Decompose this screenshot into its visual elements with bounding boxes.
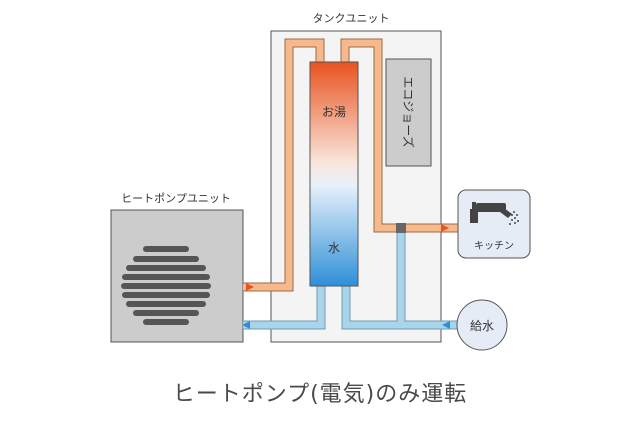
mixing-valve — [396, 223, 406, 233]
fan-grille-icon — [121, 246, 211, 325]
water-supply-circle — [456, 299, 508, 351]
heat-pump-unit-label: ヒートポンプユニット — [121, 192, 231, 205]
hot-flow-arrow-heat-pump — [246, 283, 254, 291]
faucet-icon — [470, 202, 519, 225]
water-supply-label: 給水 — [470, 319, 494, 333]
hot-flow-arrow-kitchen — [441, 224, 449, 232]
eco-jozu-label: エコジョーズ — [401, 76, 416, 147]
cold-water-pipes — [243, 228, 458, 330]
eco-jozu-box — [385, 58, 432, 167]
storage-tank — [309, 61, 359, 287]
cold-flow-arrow-heat-pump — [242, 321, 250, 329]
hot-water-label: お湯 — [322, 105, 346, 119]
cold-flow-arrow-supply — [442, 321, 450, 329]
diagram-caption: ヒートポンプ(電気)のみ運転 — [172, 382, 468, 407]
cold-water-label: 水 — [328, 241, 340, 255]
kitchen-label: キッチン — [474, 240, 514, 252]
tank-unit-label: タンクユニット — [313, 12, 390, 25]
